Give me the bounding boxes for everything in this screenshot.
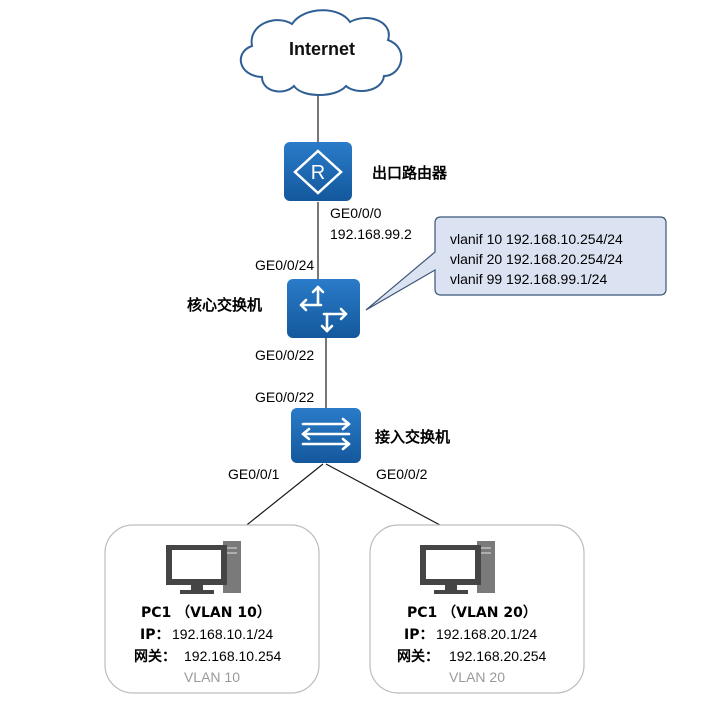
access-port-left-label: GE0/0/1	[228, 466, 280, 482]
vlan20-caption: VLAN 20	[449, 669, 505, 685]
vlan10-caption: VLAN 10	[184, 669, 240, 685]
callout-line-vlanif10: vlanif 10 192.168.10.254/24	[450, 231, 623, 247]
core-switch-device: GE0/0/24 核心交换机 GE0/0/22	[187, 257, 360, 363]
pc2-gw-value: 192.168.20.254	[449, 648, 547, 664]
pc2-gw-label: 网关：	[397, 648, 439, 665]
access-port-right-label: GE0/0/2	[376, 466, 428, 482]
router-diamond	[293, 149, 343, 195]
pc-icon	[420, 541, 495, 594]
access-switch-device: GE0/0/22 接入交换机 GE0/0/1 GE0/0/2	[228, 389, 450, 482]
router-icon	[284, 142, 352, 201]
pc1-ip-label: IP：	[140, 627, 169, 643]
pc-group-vlan20: PC1 （VLAN 20） IP： 192.168.20.1/24 网关： 19…	[369, 524, 585, 694]
access-switch-arrows-icon	[301, 417, 351, 451]
pc-group-vlan10: PC1 （VLAN 10） IP： 192.168.10.1/24 网关： 19…	[104, 524, 320, 694]
callout-bubble	[365, 216, 667, 311]
vlan10-box	[104, 524, 320, 694]
pc2-ip-value: 192.168.20.1/24	[436, 626, 537, 642]
access-switch-icon	[291, 408, 361, 463]
pc1-title: PC1 （VLAN 10）	[141, 605, 271, 621]
pc1-gw-label: 网关：	[134, 648, 176, 665]
core-port-up-label: GE0/0/24	[255, 257, 314, 273]
router-label: 出口路由器	[372, 164, 448, 182]
router-ip-label: 192.168.99.2	[330, 226, 412, 242]
internet-cloud: Internet	[239, 9, 403, 96]
access-switch-label: 接入交换机	[375, 428, 450, 446]
router-device: R 出口路由器 GE0/0/0 192.168.99.2	[284, 142, 448, 242]
core-switch-icon	[287, 279, 360, 338]
internet-label: Internet	[289, 39, 355, 59]
access-port-up-label: GE0/0/22	[255, 389, 314, 405]
pc1-ip-value: 192.168.10.1/24	[172, 626, 273, 642]
pc1-gw-value: 192.168.10.254	[184, 648, 282, 664]
core-port-down-label: GE0/0/22	[255, 347, 314, 363]
core-switch-arrows-icon	[299, 285, 348, 333]
pc-icon	[166, 541, 241, 594]
pc2-title: PC1 （VLAN 20）	[407, 605, 537, 621]
core-switch-label: 核心交换机	[187, 296, 262, 314]
router-port-label: GE0/0/0	[330, 205, 382, 221]
callout-line-vlanif20: vlanif 20 192.168.20.254/24	[450, 251, 623, 267]
router-r-glyph: R	[311, 162, 325, 184]
pc2-ip-label: IP：	[404, 627, 433, 643]
callout-line-vlanif99: vlanif 99 192.168.99.1/24	[450, 271, 607, 287]
vlanif-callout: vlanif 10 192.168.10.254/24 vlanif 20 19…	[365, 216, 667, 311]
cloud-icon	[239, 9, 403, 96]
